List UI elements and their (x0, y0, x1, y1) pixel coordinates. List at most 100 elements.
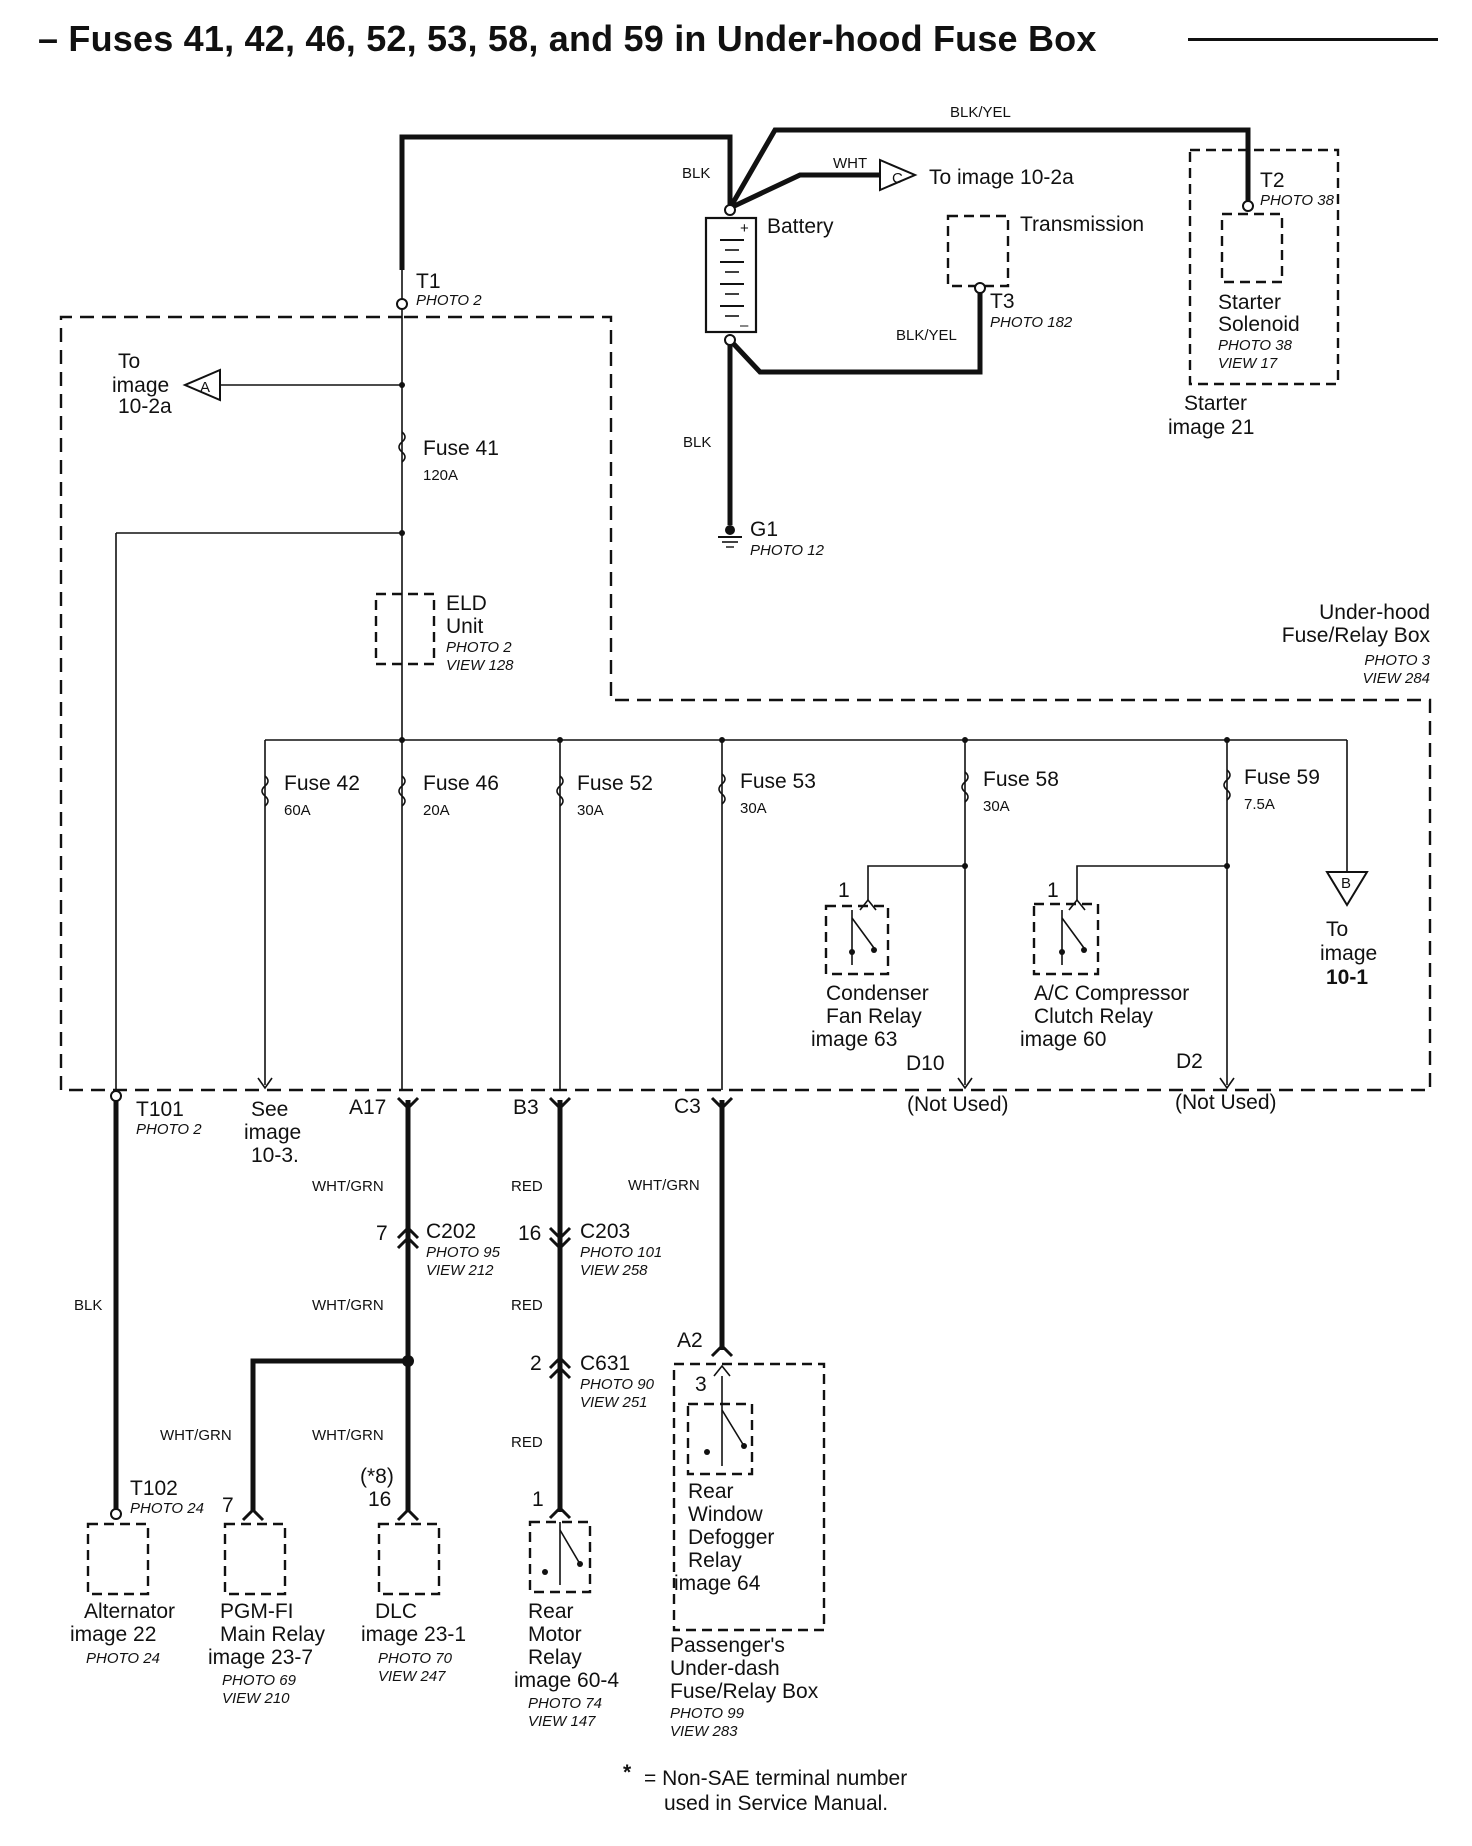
fuse-52-label: Fuse 52 (577, 772, 653, 795)
pgm-photo: PHOTO 69 (222, 1672, 297, 1689)
rwd-relay-outline (686, 1402, 754, 1476)
underhood-box-view: VIEW 284 (1362, 670, 1430, 687)
c202-label: C202 (426, 1220, 476, 1243)
to-b-label: To (1326, 918, 1348, 941)
ac-pin: 1 (1047, 879, 1059, 902)
connector-b-label: B (1341, 875, 1351, 892)
rwd-pin: 3 (695, 1373, 707, 1396)
eld-label: ELD (446, 592, 487, 615)
to-a-label: To (118, 350, 140, 373)
to-b-label: image (1320, 942, 1377, 965)
dlc-label: image 23-1 (361, 1623, 466, 1646)
c203-view: VIEW 258 (580, 1262, 648, 1279)
t1-photo: PHOTO 2 (416, 292, 482, 309)
pgm-label: PGM-FI (220, 1600, 294, 1623)
starter-solenoid-label: Starter (1218, 291, 1281, 314)
connector-a-icon (182, 368, 221, 402)
to-image-c: To image 10-2a (929, 166, 1074, 189)
footnote-line: used in Service Manual. (664, 1792, 888, 1815)
t101-photo: PHOTO 2 (136, 1121, 202, 1138)
c631-view: VIEW 251 (580, 1394, 648, 1411)
t102-label: T102 (130, 1477, 178, 1500)
g1-label: G1 (750, 518, 778, 541)
pgm-label: image 23-7 (208, 1646, 313, 1669)
fuse-59-amp: 7.5A (1244, 796, 1275, 813)
fuse-53-label: Fuse 53 (740, 770, 816, 793)
alternator-photo: PHOTO 24 (86, 1650, 160, 1667)
rear-motor-label: image 60-4 (514, 1669, 619, 1692)
fuse-41-amp: 120A (423, 467, 458, 484)
wire-label: WHT (833, 155, 867, 172)
g1-photo: PHOTO 12 (750, 542, 825, 559)
ac-relay-icon (1059, 910, 1087, 965)
b3-label: B3 (513, 1096, 539, 1119)
d10-note: (Not Used) (907, 1093, 1009, 1116)
rear-motor-photo: PHOTO 74 (528, 1695, 602, 1712)
wire-label: BLK (682, 165, 710, 182)
transmission-outline (946, 214, 1010, 288)
t3-label: T3 (990, 290, 1015, 313)
condenser-relay-icon (849, 910, 877, 965)
rear-motor-label: Relay (528, 1646, 582, 1669)
see-label: image (244, 1121, 301, 1144)
wire-blk-yel-starter (727, 127, 1251, 210)
condenser-label: Condenser (826, 982, 929, 1005)
svg-text:+: + (740, 220, 749, 237)
wire-label: WHT/GRN (160, 1427, 232, 1444)
t101-label: T101 (136, 1098, 184, 1121)
wire-blk-battery-t1 (399, 134, 733, 270)
passenger-box-label: Passenger's (670, 1634, 785, 1657)
to-b-label: 10-1 (1326, 966, 1368, 989)
ac-label: image 60 (1020, 1028, 1106, 1051)
labels: BLK/YEL BLK WHT BLK/YEL BLK C To image 1… (70, 104, 1431, 1815)
rwd-label: image 64 (674, 1572, 761, 1595)
starter-solenoid-outline (1220, 212, 1284, 284)
passenger-box-photo: PHOTO 99 (670, 1705, 745, 1722)
condenser-label: Fan Relay (826, 1005, 922, 1028)
pgm-outline (223, 1522, 287, 1596)
battery-label: Battery (767, 215, 834, 238)
to-a-label: image (112, 374, 169, 397)
ac-label: A/C Compressor (1034, 982, 1189, 1005)
d2-note: (Not Used) (1175, 1091, 1277, 1114)
eld-label: Unit (446, 615, 484, 638)
alternator-label: image 22 (70, 1623, 156, 1646)
c203-photo: PHOTO 101 (580, 1244, 662, 1261)
dlc-view: VIEW 247 (378, 1668, 446, 1685)
d10-label: D10 (906, 1052, 945, 1075)
svg-text:–: – (740, 317, 749, 334)
connector-flags (182, 158, 1369, 907)
c203-pin: 16 (518, 1222, 541, 1245)
dashed-boxes (59, 148, 1432, 1632)
to-a-label: 10-2a (118, 395, 172, 418)
rear-motor-label: Motor (528, 1623, 582, 1646)
rear-motor-view: VIEW 147 (528, 1713, 596, 1730)
eld-view: VIEW 128 (446, 657, 514, 674)
connector-b-icon (1325, 871, 1369, 907)
dlc-pin-note: (*8) (360, 1465, 394, 1488)
starter-solenoid-label: Solenoid (1218, 313, 1300, 336)
wire-label: WHT/GRN (312, 1178, 384, 1195)
passenger-box-label: Under-dash (670, 1657, 780, 1680)
rear-motor-pin: 1 (532, 1488, 544, 1511)
title-rule (1188, 38, 1438, 41)
fuse-58-amp: 30A (983, 798, 1010, 815)
c202-pin: 7 (376, 1222, 388, 1245)
starter-label: image 21 (1168, 416, 1254, 439)
dlc-photo: PHOTO 70 (378, 1650, 453, 1667)
starter-solenoid-photo: PHOTO 38 (1218, 337, 1293, 354)
rwd-label: Rear (688, 1480, 734, 1503)
dlc-label: DLC (375, 1600, 417, 1623)
c202-view: VIEW 212 (426, 1262, 494, 1279)
passenger-box-label: Fuse/Relay Box (670, 1680, 819, 1703)
connector-a-label: A (200, 379, 210, 396)
footnote-star: * (623, 1761, 632, 1784)
passenger-box-view: VIEW 283 (670, 1723, 738, 1740)
eld-photo: PHOTO 2 (446, 639, 512, 656)
alternator-label: Alternator (84, 1600, 175, 1623)
transmission-label: Transmission (1020, 213, 1144, 236)
underhood-box-outline (59, 315, 1432, 1092)
rwd-relay-icon (704, 1376, 747, 1466)
fuse-41-label: Fuse 41 (423, 437, 499, 460)
c631-pin: 2 (530, 1352, 542, 1375)
